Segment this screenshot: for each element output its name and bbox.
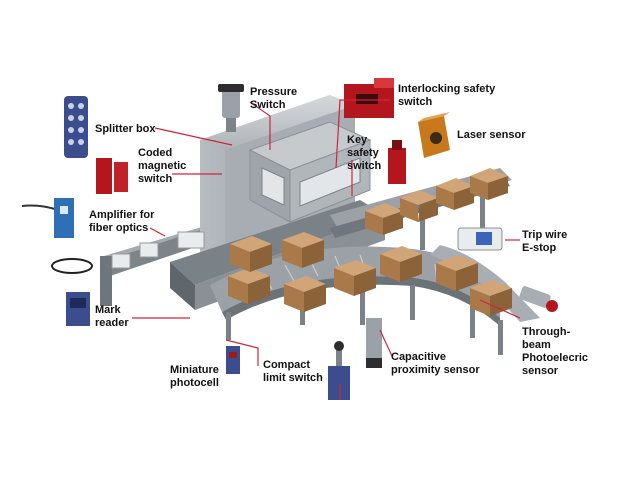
- label-miniature-photocell: Miniature photocell: [170, 364, 219, 389]
- coded-magnetic-switch-device: [96, 158, 128, 194]
- carton: [400, 190, 438, 222]
- carton: [380, 246, 422, 282]
- label-laser-sensor: Laser sensor: [457, 129, 526, 141]
- carton: [436, 255, 478, 291]
- label-splitter-box: Splitter box: [95, 123, 156, 135]
- carton: [284, 276, 326, 312]
- label-pressure-switch: Pressure Switch: [250, 86, 298, 111]
- carton: [282, 232, 324, 268]
- miniature-photocell-device: [226, 346, 240, 374]
- carton: [470, 168, 508, 200]
- trip-wire-estop-device: [457, 227, 503, 251]
- interlocking-safety-switch-device: [344, 78, 394, 118]
- capacitive-proximity-device: [366, 318, 382, 368]
- carton: [470, 280, 512, 316]
- carton: [230, 236, 272, 272]
- leader-lines: [132, 99, 521, 400]
- carton: [365, 203, 403, 235]
- fiber-cable-icon: [51, 258, 93, 274]
- mark-reader-device: [66, 292, 90, 326]
- carton: [228, 268, 270, 304]
- pressure-switch-device: [218, 84, 244, 132]
- through-beam-sensor-device: [519, 286, 558, 312]
- carton: [334, 260, 376, 296]
- compact-limit-switch-device: [328, 341, 350, 400]
- label-amplifier-fiber-optics: Amplifier for fiber optics: [89, 209, 155, 234]
- carton: [436, 178, 474, 210]
- label-capacitive-proximity-sensor: Capacitive proximity sensor: [391, 351, 480, 376]
- label-through-beam-sensor: Through- beam Photoelecric sensor: [522, 326, 589, 377]
- cartons: [228, 168, 512, 316]
- laser-sensor-device: [418, 112, 450, 158]
- label-interlocking-safety-switch: Interlocking safety switch: [398, 83, 496, 108]
- label-key-safety-switch: Key safety switch: [347, 134, 382, 172]
- key-safety-switch-device: [388, 140, 406, 184]
- label-coded-magnetic-switch: Coded magnetic switch: [138, 147, 187, 185]
- label-mark-reader: Mark reader: [95, 304, 129, 329]
- splitter-box-device: [64, 96, 88, 158]
- amplifier-device: [21, 198, 74, 238]
- label-trip-wire-estop: Trip wire E-stop: [522, 229, 568, 254]
- label-compact-limit-switch: Compact limit switch: [263, 359, 323, 384]
